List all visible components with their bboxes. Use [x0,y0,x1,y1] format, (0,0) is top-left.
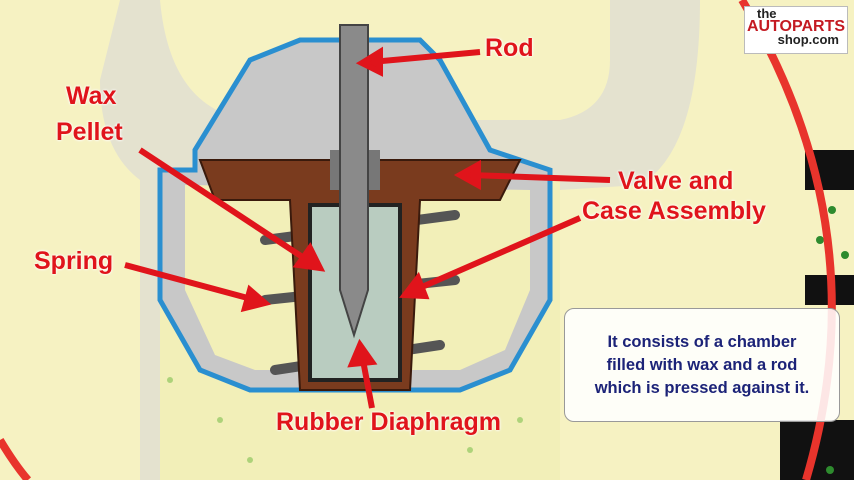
caption-line-2: filled with wax and a rod [606,355,798,374]
rod [339,24,369,339]
caption-box: It consists of a chamber filled with wax… [564,308,840,422]
label-rubber-diaphragm: Rubber Diaphragm [276,408,502,436]
autopartsshop-logo: the AUTOPARTS shop.com [744,6,848,54]
logo-line-3: shop.com [777,32,839,47]
logo-line-2: AUTOPARTS [746,18,846,35]
label-case-assembly: Case Assembly [582,197,766,225]
logo-line-1: the [757,6,777,21]
label-spring: Spring [34,247,114,275]
label-valve-and: Valve and [618,167,734,195]
caption-line-3: which is pressed against it. [594,378,810,397]
caption-line-1: It consists of a chamber [607,332,797,351]
label-wax: Wax [66,82,117,110]
label-rod: Rod [485,34,534,62]
pointer-arrows [124,46,611,409]
label-pellet: Pellet [56,118,123,146]
